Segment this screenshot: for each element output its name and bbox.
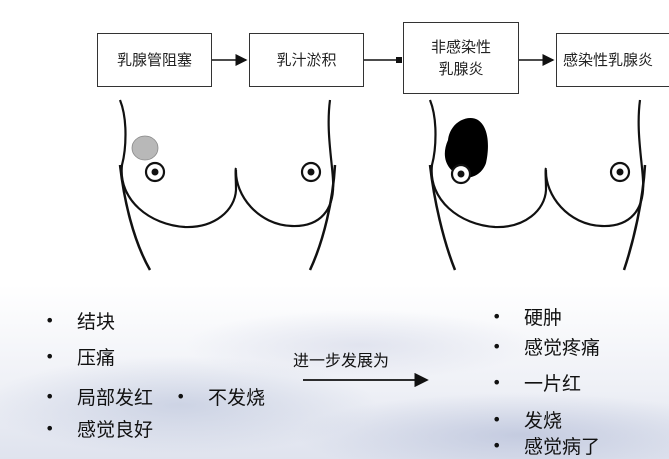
flow-arrow-square xyxy=(396,57,402,63)
bullet-dot: • xyxy=(492,337,502,356)
list-item: 感觉良好 xyxy=(77,419,154,441)
bullet-dot: • xyxy=(492,436,502,455)
list-item: 感觉病了 xyxy=(524,436,601,458)
flow-step-infective-mastitis: 感染性乳腺炎 xyxy=(556,33,669,87)
list-item: 局部发红 xyxy=(77,387,154,409)
list-item: 压痛 xyxy=(77,347,116,369)
list-item: 不发烧 xyxy=(208,387,266,409)
bullet-dot: • xyxy=(45,387,55,406)
flow-step-label: 乳腺管阻塞 xyxy=(116,51,192,69)
flow-step-label: 乳汁淤积 xyxy=(276,51,337,69)
flow-step-noninfective-mastitis: 非感染性 乳腺炎 xyxy=(403,22,519,94)
list-item: 发烧 xyxy=(524,410,563,432)
large-lump-shading xyxy=(444,118,488,178)
flow-step-duct-blockage: 乳腺管阻塞 xyxy=(97,33,212,87)
bullet-dot: • xyxy=(45,311,55,330)
bullet-dot: • xyxy=(492,373,502,392)
small-lump-shading xyxy=(131,135,159,161)
right-breast-pair xyxy=(428,99,647,271)
list-item: 结块 xyxy=(77,311,116,333)
list-item: 感觉疼痛 xyxy=(524,337,601,359)
list-item: 硬肿 xyxy=(524,307,563,329)
left-nipple-icon xyxy=(300,161,322,183)
bullet-dot: • xyxy=(45,419,55,438)
bullet-dot: • xyxy=(176,387,186,406)
right-nipple-icon xyxy=(450,163,472,185)
right-nipple-icon xyxy=(609,161,631,183)
progress-label: 进一步发展为 xyxy=(293,351,390,370)
bullet-dot: • xyxy=(492,410,502,429)
flow-step-label: 感染性乳腺炎 xyxy=(563,51,654,69)
left-nipple-icon xyxy=(144,161,166,183)
background-wash xyxy=(0,285,669,459)
flow-step-label: 非感染性 乳腺炎 xyxy=(430,38,491,78)
flow-step-milk-stasis: 乳汁淤积 xyxy=(249,33,364,87)
bullet-dot: • xyxy=(45,347,55,366)
bullet-dot: • xyxy=(492,307,502,326)
list-item: 一片红 xyxy=(524,373,582,395)
left-breast-pair xyxy=(118,99,337,271)
